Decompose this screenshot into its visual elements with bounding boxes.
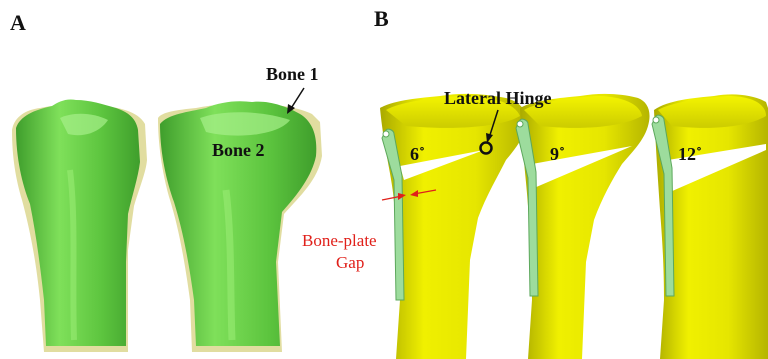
panel-b-label: B: [374, 6, 389, 31]
angle-label-12: 12˚: [678, 144, 702, 164]
angle-label-9: 9˚: [550, 144, 565, 164]
bone-a-frontal: [158, 101, 322, 352]
bone-a-lateral: [12, 99, 147, 352]
tibia-9-degrees: [520, 94, 650, 359]
lateral-hinge-label: Lateral Hinge: [444, 88, 551, 108]
bone-1-label: Bone 1: [266, 64, 319, 84]
bone-2-label: Bone 2: [212, 140, 265, 160]
bone-plate-gap-label-line2: Gap: [336, 253, 364, 272]
panel-a-label: A: [10, 10, 26, 35]
bone-plate-gap-label-line1: Bone-plate: [302, 231, 377, 250]
angle-label-6: 6˚: [410, 144, 425, 164]
